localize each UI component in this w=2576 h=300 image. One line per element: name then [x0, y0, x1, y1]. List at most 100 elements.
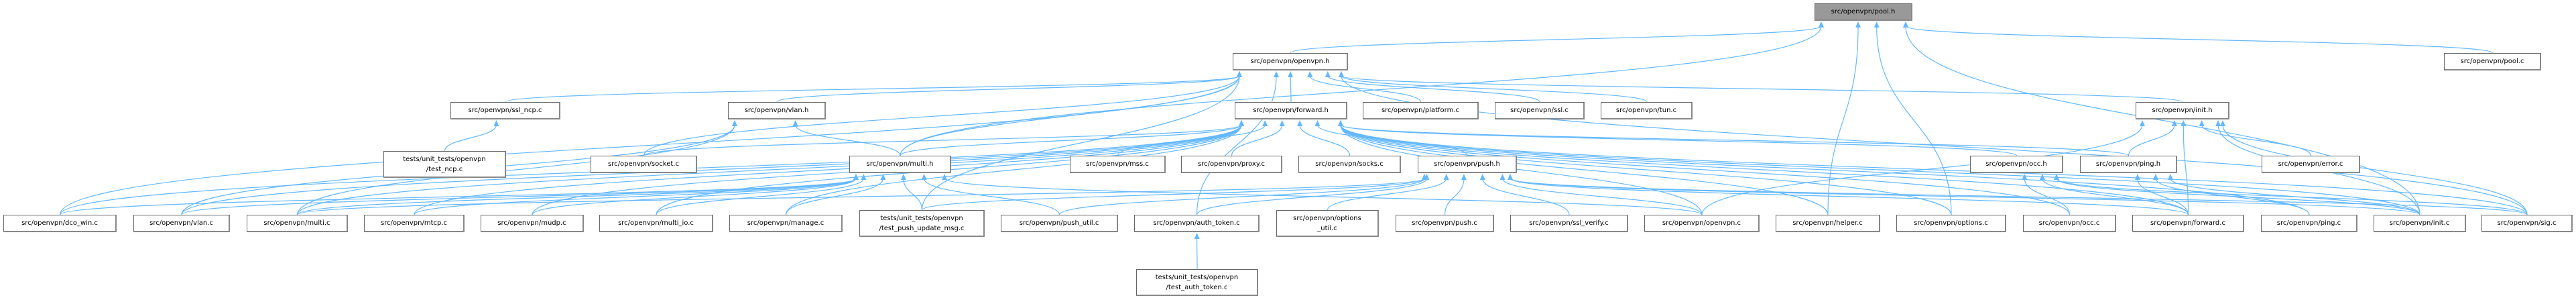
edge-dco_win_c-to-openvpn_h	[59, 75, 1240, 215]
edge-sig_c-to-forward_h	[1340, 124, 2528, 215]
arrowhead-icon	[900, 174, 906, 180]
arrowhead-icon	[853, 174, 859, 180]
node-occ-c[interactable]: src/openvpn/occ.c	[2023, 215, 2116, 232]
arrowhead-icon	[1262, 120, 1268, 126]
arrowhead-icon	[1422, 174, 1427, 180]
node-ping-c[interactable]: src/openvpn/ping.c	[2261, 215, 2357, 232]
arrowhead-icon	[2220, 120, 2225, 126]
edge-openvpn_c-to-forward_h	[1340, 124, 1703, 215]
arrowhead-icon	[1325, 71, 1331, 77]
node-vlan-c[interactable]: src/openvpn/vlan.c	[133, 215, 230, 232]
edge-helper_c-to-forward_h	[1340, 124, 1829, 215]
node-socks-c[interactable]: src/openvpn/socks.c	[1298, 156, 1401, 173]
edge-init_c-to-occ_h	[2056, 178, 2420, 215]
edge-multi_c-to-forward_h	[296, 124, 1242, 215]
node-error-c[interactable]: src/openvpn/error.c	[2262, 156, 2360, 173]
edge-push_c-to-push_h	[1444, 178, 1465, 215]
node-test-ncp-c[interactable]: tests/unit_tests/openvpn /test_ncp.c	[383, 151, 506, 178]
edge-test_push_update_msg_c-to-multi_h	[903, 178, 923, 211]
edge-manage_c-to-forward_h	[785, 124, 1242, 215]
node-push-util-c[interactable]: src/openvpn/push_util.c	[1001, 215, 1118, 232]
node-openvpn-c[interactable]: src/openvpn/openvpn.c	[1644, 215, 1760, 232]
edge-multi_c-to-multi_h	[296, 178, 857, 215]
arrowhead-icon	[792, 120, 798, 126]
edge-occ_h-to-forward_h	[1340, 124, 2018, 156]
node-forward-h[interactable]: src/openvpn/forward.h	[1235, 102, 1347, 119]
node-ssl-verify-c[interactable]: src/openvpn/ssl_verify.c	[1510, 215, 1628, 232]
node-ssl-ncp-c[interactable]: src/openvpn/ssl_ncp.c	[450, 102, 560, 119]
edge-forward_h-to-openvpn_h	[1290, 75, 1292, 103]
edge-forward_c-to-ping_h	[2137, 178, 2189, 215]
edge-manage_c-to-multi_h	[785, 178, 884, 215]
node-sig-c[interactable]: src/openvpn/sig.c	[2481, 215, 2573, 232]
arrowhead-icon	[2215, 120, 2221, 126]
node-multi-io-c[interactable]: src/openvpn/multi_io.c	[599, 215, 713, 232]
node-pool-h[interactable]: src/openvpn/pool.h	[1815, 3, 1912, 21]
edge-sig_c-to-init_h	[2222, 124, 2528, 215]
arrowhead-icon	[2181, 120, 2187, 126]
arrowhead-icon	[1443, 174, 1449, 180]
node-init-h[interactable]: src/openvpn/init.h	[2136, 102, 2229, 119]
edge-test_ncp_c-to-ssl_ncp_c	[444, 124, 497, 152]
edge-dco_win_c-to-multi_h	[59, 178, 857, 215]
node-mss-c[interactable]: src/openvpn/mss.c	[1070, 156, 1166, 173]
node-push-h[interactable]: src/openvpn/push.h	[1418, 156, 1517, 173]
edge-forward_c-to-forward_h	[1340, 124, 2189, 215]
edge-test_push_update_msg_c-to-push_h	[921, 178, 1425, 211]
node-ssl-c[interactable]: src/openvpn/ssl.c	[1495, 102, 1585, 119]
node-platform-c[interactable]: src/openvpn/platform.c	[1363, 102, 1479, 119]
node-helper-c[interactable]: src/openvpn/helper.c	[1776, 215, 1880, 232]
node-test-push-update-msg-c[interactable]: tests/unit_tests/openvpn /test_push_upda…	[859, 210, 985, 237]
arrowhead-icon	[880, 174, 886, 180]
arrowhead-icon	[1288, 71, 1294, 77]
node-mudp-c[interactable]: src/openvpn/mudp.c	[481, 215, 584, 232]
arrowhead-icon	[1274, 71, 1280, 77]
arrowhead-icon	[861, 174, 867, 180]
node-vlan-h[interactable]: src/openvpn/vlan.h	[728, 102, 826, 119]
arrowhead-icon	[1461, 174, 1467, 180]
edge-socks_c-to-forward_h	[1299, 124, 1351, 156]
arrowhead-icon	[1874, 21, 1880, 28]
edge-ssl_verify_c-to-push_h	[1482, 178, 1570, 215]
edge-tun_c-to-openvpn_h	[1341, 75, 1648, 103]
node-manage-c[interactable]: src/openvpn/manage.c	[729, 215, 843, 232]
arrowhead-icon	[1279, 120, 1285, 126]
node-options-util-c[interactable]: src/openvpn/options _util.c	[1276, 210, 1379, 237]
node-pool-c[interactable]: src/openvpn/pool.c	[2444, 53, 2541, 70]
arrowhead-icon	[493, 120, 499, 126]
edge-test_push_update_msg_c-to-openvpn_h	[921, 75, 1240, 211]
arrowhead-icon	[1307, 71, 1313, 77]
node-multi-h[interactable]: src/openvpn/multi.h	[849, 156, 951, 173]
arrowhead-icon	[2039, 174, 2045, 180]
edge-pool_c-to-pool_h	[1905, 26, 2494, 54]
node-test-auth-token-c[interactable]: tests/unit_tests/openvpn /test_auth_toke…	[1136, 269, 1258, 296]
node-options-c[interactable]: src/openvpn/options.c	[1896, 215, 2006, 232]
node-init-c[interactable]: src/openvpn/init.c	[2374, 215, 2466, 232]
edge-init_c-to-pool_h	[1905, 26, 2420, 215]
node-multi-c[interactable]: src/openvpn/multi.c	[247, 215, 348, 232]
node-dco-win-c[interactable]: src/openvpn/dco_win.c	[3, 215, 117, 232]
edge-init_c-to-push_h	[1510, 178, 2420, 215]
node-occ-h[interactable]: src/openvpn/occ.h	[1970, 156, 2063, 173]
node-push-c[interactable]: src/openvpn/push.c	[1396, 215, 1494, 232]
arrowhead-icon	[2152, 174, 2158, 180]
edge-push_util_c-to-push_h	[1058, 178, 1425, 215]
arrowhead-icon	[1194, 233, 1200, 239]
node-forward-c[interactable]: src/openvpn/forward.c	[2132, 215, 2244, 232]
edge-openvpn_c-to-push_h	[1501, 178, 1703, 215]
node-tun-c[interactable]: src/openvpn/tun.c	[1601, 102, 1693, 119]
node-openvpn-h[interactable]: src/openvpn/openvpn.h	[1233, 53, 1348, 70]
edge-ping_h-to-init_h	[2128, 124, 2175, 156]
node-mtcp-c[interactable]: src/openvpn/mtcp.c	[364, 215, 465, 232]
edge-mtcp_c-to-forward_h	[414, 124, 1242, 215]
node-socket-c[interactable]: src/openvpn/socket.c	[591, 156, 697, 173]
node-ping-h[interactable]: src/openvpn/ping.h	[2080, 156, 2177, 173]
edge-multi_h-to-vlan_h	[795, 124, 901, 156]
edge-socket_c-to-openvpn_h	[643, 75, 1240, 156]
node-proxy-c[interactable]: src/openvpn/proxy.c	[1181, 156, 1282, 173]
node-auth-token-c[interactable]: src/openvpn/auth_token.c	[1134, 215, 1260, 232]
edge-openvpn_h-to-pool_h	[1290, 26, 1822, 54]
arrowhead-icon	[2134, 174, 2140, 180]
edge-init_c-to-ping_h	[2170, 178, 2420, 215]
